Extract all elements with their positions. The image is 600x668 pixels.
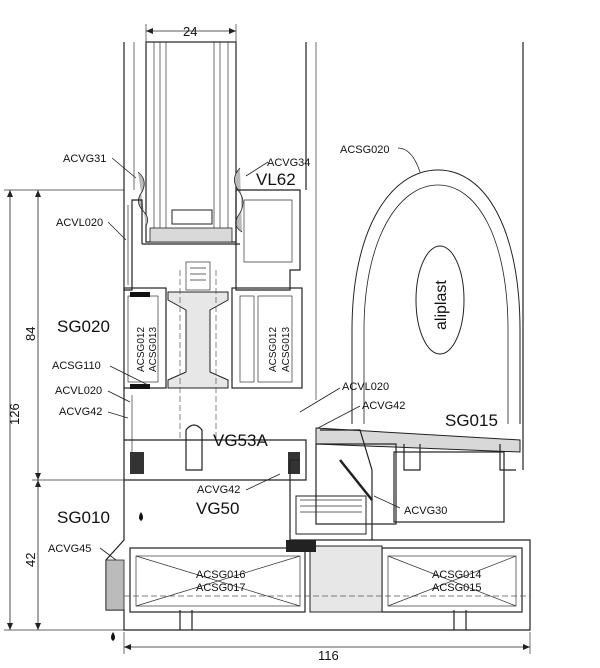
label-acsg020: ACSG020 (340, 144, 390, 156)
dimension-texts: 24 126 84 42 116 (7, 24, 339, 663)
label-acsg012-left: ACSG012 (136, 327, 147, 372)
label-acsg110: ACSG110 (52, 360, 101, 372)
label-acvl020-right: ACVL020 (342, 381, 389, 393)
dim-left-42: 42 (23, 553, 38, 567)
label-acvg42-left: ACVG42 (59, 406, 102, 418)
label-acsg016: ACSG016 (196, 569, 246, 581)
label-acvg42-right: ACVG42 (362, 400, 405, 412)
dimension-lines (4, 24, 531, 654)
label-acvg31: ACVG31 (63, 153, 106, 165)
aliplast-logo (351, 169, 521, 424)
label-vg53a: VG53A (213, 431, 268, 450)
label-acvl020-mid: ACVL020 (55, 385, 102, 397)
sliding-sash-sg015 (289, 427, 521, 541)
sash-frame-verticals (123, 42, 524, 470)
label-acsg017: ACSG017 (196, 582, 246, 594)
label-acsg013-right: ACSG013 (281, 327, 292, 372)
label-acvl020-top: ACVL020 (56, 217, 103, 229)
label-vg50: VG50 (196, 499, 239, 518)
water-drops (111, 512, 143, 641)
thermal-break (167, 261, 229, 440)
outer-frame-sg010 (105, 480, 531, 631)
sash-profile-left (123, 190, 167, 480)
aliplast-logo-text: aliplast (433, 280, 450, 330)
glazing-unit (142, 41, 240, 245)
label-acvg34: ACVG34 (267, 157, 310, 169)
dim-left-126: 126 (7, 403, 22, 425)
label-acsg014: ACSG014 (432, 569, 482, 581)
label-sg020: SG020 (57, 317, 110, 336)
label-acvg42-bottom: ACVG42 (197, 484, 240, 496)
label-sg010: SG010 (57, 508, 110, 527)
label-vl62: VL62 (256, 170, 296, 189)
sash-bottom (124, 424, 307, 481)
leader-lines (99, 147, 421, 561)
label-acsg012-right: ACSG012 (268, 327, 279, 372)
label-acsg015: ACSG015 (432, 582, 482, 594)
label-acsg013-left: ACSG013 (148, 327, 159, 372)
label-sg015: SG015 (445, 411, 498, 430)
part-labels: ACVG31 ACVG34 VL62 ACSG020 ACVL020 SG020… (48, 144, 498, 594)
sash-profile-right (231, 189, 303, 389)
label-acvg45: ACVG45 (48, 543, 91, 555)
dim-bottom-116: 116 (318, 648, 339, 663)
dim-left-84: 84 (23, 327, 38, 341)
dim-top-24: 24 (183, 24, 197, 39)
label-acvg30: ACVG30 (404, 505, 447, 517)
